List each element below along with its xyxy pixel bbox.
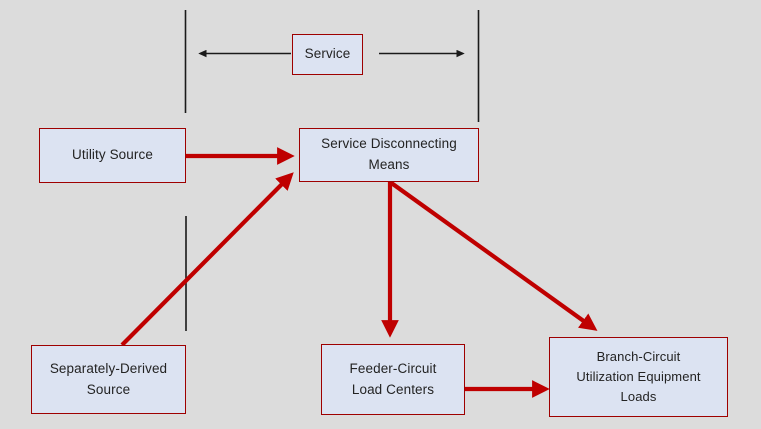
node-branch-line-2: Utilization Equipment <box>576 368 701 384</box>
node-feeder-circuit-load-centers[interactable]: Feeder-Circuit Load Centers <box>321 344 465 415</box>
node-utility-source[interactable]: Utility Source <box>39 128 186 183</box>
node-service-label: Service <box>304 46 351 62</box>
node-sdm-line-1: Service Disconnecting <box>321 136 457 152</box>
node-sds-line-2: Source <box>86 381 131 397</box>
node-service-disconnecting-means-label: Service Disconnecting Means <box>309 134 469 176</box>
node-service-disconnecting-means[interactable]: Service Disconnecting Means <box>299 128 479 182</box>
connector-sdm-to-branch <box>388 180 598 331</box>
node-feeder-circuit-load-centers-label: Feeder-Circuit Load Centers <box>338 359 449 401</box>
node-utility-source-label: Utility Source <box>72 147 153 163</box>
node-sdm-line-2: Means <box>368 157 410 172</box>
node-service[interactable]: Service <box>292 34 363 75</box>
node-separately-derived-source-label: Separately-Derived Source <box>38 359 179 401</box>
node-feeder-line-2: Load Centers <box>351 381 435 397</box>
connector-sds-to-sdm <box>120 172 294 347</box>
node-separately-derived-source[interactable]: Separately-Derived Source <box>31 345 186 414</box>
node-branch-line-3: Loads <box>620 389 657 405</box>
node-branch-line-1: Branch-Circuit <box>596 348 681 364</box>
node-sds-line-1: Separately-Derived <box>49 360 168 376</box>
node-branch-circuit-loads[interactable]: Branch-Circuit Utilization Equipment Loa… <box>549 337 728 417</box>
node-branch-circuit-loads-label: Branch-Circuit Utilization Equipment Loa… <box>564 347 712 407</box>
node-feeder-line-1: Feeder-Circuit <box>349 360 437 376</box>
